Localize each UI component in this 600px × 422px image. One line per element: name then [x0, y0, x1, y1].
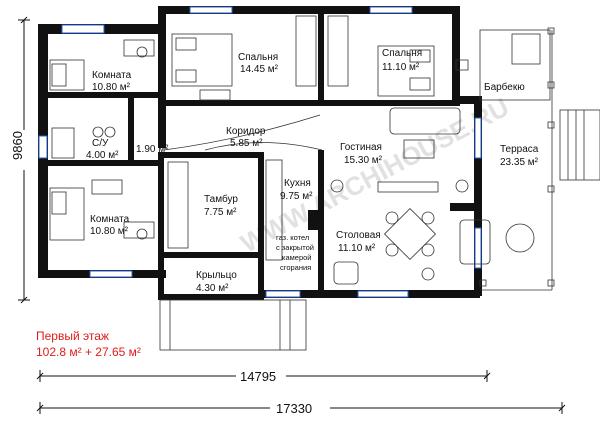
dimension-inner-width: 14795 — [240, 369, 276, 384]
room-name: Коридор — [226, 126, 266, 137]
room-area: 9.75 м² — [280, 191, 313, 202]
room-name: Комната — [92, 70, 132, 81]
room-name: Кухня — [284, 178, 311, 189]
room-area: 11.10 м² — [382, 62, 420, 73]
room-area: 10.80 м² — [92, 82, 131, 93]
corridor-curve — [163, 114, 321, 151]
room-area: 14.45 м² — [240, 64, 279, 75]
room-area: 1.90 м² — [136, 144, 169, 155]
room-name: Спальня — [382, 48, 422, 59]
room-area: 7.75 м² — [204, 207, 237, 218]
dimension-depth: 9860 — [10, 131, 25, 160]
room-name: Тамбур — [204, 193, 238, 205]
room-name: Терраса — [500, 144, 539, 155]
boiler-note: камерой — [282, 253, 311, 262]
room-name: Гостиная — [340, 142, 382, 153]
room-area: 5.85 м² — [230, 138, 263, 149]
barbecue-label: Барбекю — [484, 81, 525, 93]
boiler-note: газ. котел — [276, 233, 309, 242]
dimension-outer-width: 17330 — [276, 401, 312, 416]
boiler-note: сгорания — [280, 263, 311, 272]
room-area: 15.30 м² — [344, 155, 383, 166]
room-area: 4.00 м² — [86, 150, 119, 161]
corridor-curve-2 — [204, 142, 323, 151]
floor-area: 102.8 м² + 27.65 м² — [36, 345, 141, 359]
floor-title: Первый этаж — [36, 329, 109, 343]
boiler-note: с закрытой — [276, 243, 314, 252]
furniture — [49, 15, 600, 351]
room-name: С/У — [92, 138, 109, 149]
room-area: 10.80 м² — [90, 226, 129, 237]
room-name: Комната — [90, 214, 130, 225]
room-name: Столовая — [336, 230, 381, 241]
room-name: Спальня — [238, 52, 278, 63]
room-area: 11.10 м² — [338, 243, 376, 254]
room-area: 4.30 м² — [196, 283, 229, 294]
windows — [38, 6, 482, 298]
room-name: Крыльцо — [196, 270, 237, 281]
room-labels: Спальня 14.45 м² Спальня 11.10 м² Комнат… — [86, 48, 539, 294]
room-area: 23.35 м² — [500, 157, 539, 168]
